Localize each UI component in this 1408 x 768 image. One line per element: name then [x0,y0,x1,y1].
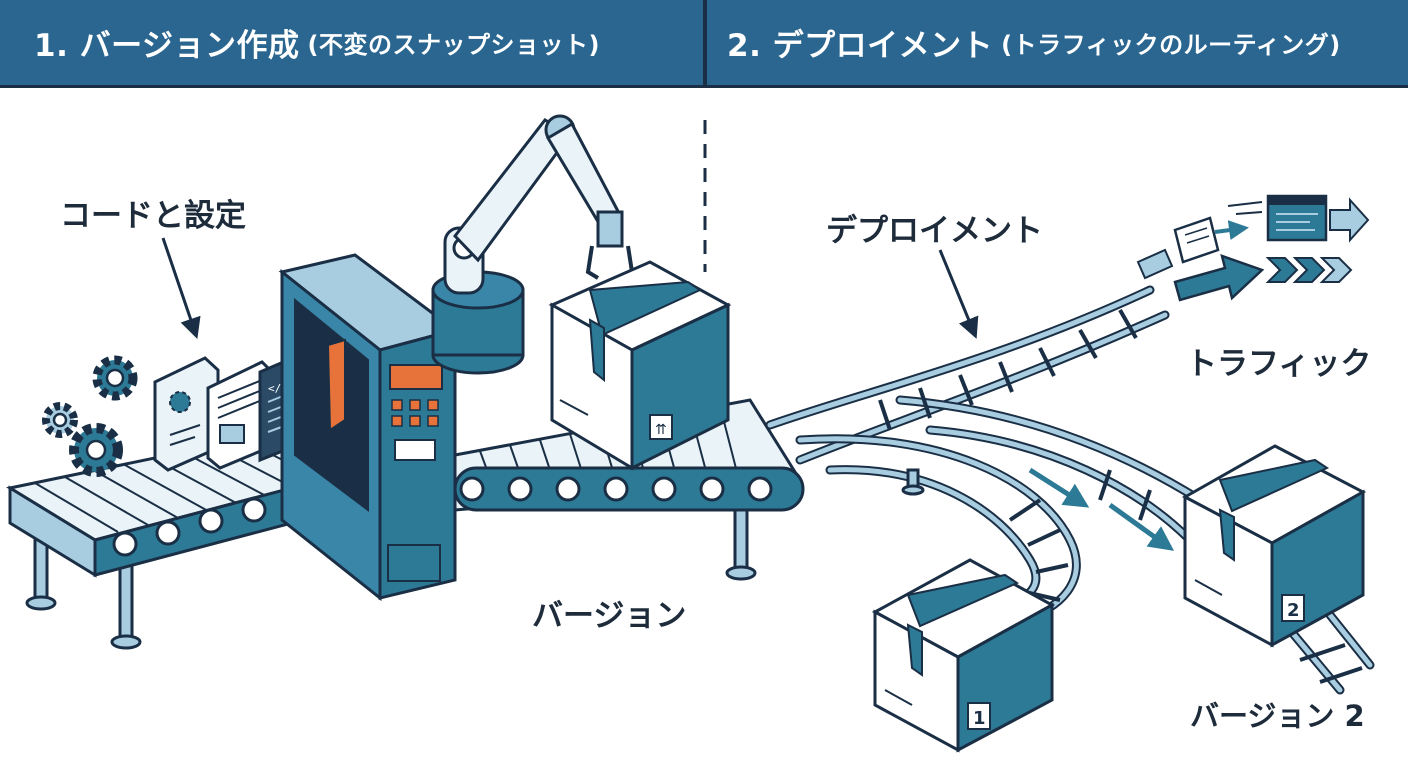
gear-icon [69,423,123,477]
label-deployment: デプロイメント [826,213,1043,249]
section2-title: 2. デプロイメント (トラフィックのルーティング) [707,0,1408,85]
section2-title-main: 2. デプロイメント [727,28,994,64]
package-box: ⇈ [548,260,732,471]
section1-title: 1. バージョン作成 (不変のスナップショット) [0,0,704,85]
box1-number: 1 [973,708,986,729]
conveyor-legs [25,498,757,650]
gear-icon [92,355,138,401]
header-bar: 1. バージョン作成 (不変のスナップショット) 2. デプロイメント (トラフ… [0,0,1408,88]
package-box-2: 2 [1181,444,1367,648]
header-divider [703,0,707,85]
label-traffic: トラフィック [1186,346,1372,382]
label-version2: バージョン 2 [1190,699,1365,733]
machine-display [389,364,443,390]
section2-title-sub: (トラフィックのルーティング) [1001,31,1341,59]
illustration: </> [5,114,1375,753]
gear-icon [42,402,78,438]
label-version: バージョン [532,598,687,634]
deploy-arrow [938,249,979,339]
traffic-icons [1136,194,1370,302]
box2-number: 2 [1287,600,1300,621]
snapshot-machine [278,253,459,602]
track-legs [901,468,925,496]
code-arrow [161,237,201,339]
section1-title-main: 1. バージョン作成 [34,28,300,64]
document-icon [153,356,220,472]
arrow-icon [1173,254,1265,302]
rail-ties [878,309,1363,684]
package-box-1: 1 [871,558,1056,753]
robot-arm [431,114,635,375]
arrow-icon [1028,467,1090,508]
section1-title-sub: (不変のスナップショット) [307,31,600,59]
label-code-config: コードと設定 [60,198,246,234]
svg-text:⇈: ⇈ [655,422,667,438]
arrow-icon [1108,502,1175,551]
